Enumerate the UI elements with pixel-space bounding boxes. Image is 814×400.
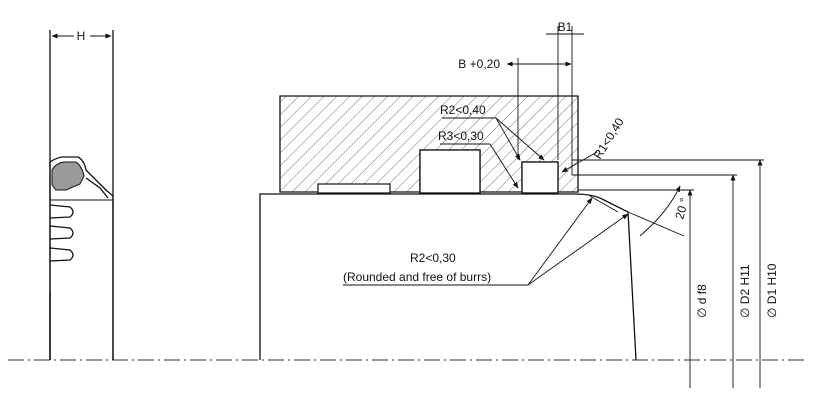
chamfer-angle-label: 20 ° — [672, 196, 691, 221]
height-label: H — [77, 29, 86, 43]
seal-grooves — [49, 204, 74, 262]
seal-lip-fill — [51, 161, 85, 191]
bore-diameter-label: ∅ D1 H10 — [765, 263, 779, 318]
rod-outline — [259, 193, 637, 361]
chamfer-angle-arc — [639, 185, 681, 237]
housing-section — [279, 95, 579, 194]
seal-outline — [49, 156, 114, 360]
rod-diameter-label: ∅ d f8 — [695, 284, 709, 318]
rod-note-label: (Rounded and free of burrs) — [343, 270, 491, 284]
b1-label: B1 — [558, 20, 573, 34]
wiper-in-groove — [521, 161, 559, 194]
rod-radius-label: R2<0,30 — [410, 251, 456, 265]
groove-diameter-label: ∅ D2 H11 — [738, 264, 752, 318]
seal-in-groove — [419, 149, 481, 194]
seal-profile: H — [49, 28, 114, 360]
radius-corner-label: R1<0,40 — [591, 115, 627, 161]
guide-ring — [317, 183, 391, 194]
radius-top-label: R2<0,40 — [440, 103, 486, 117]
groove-width-label: B +0,20 — [458, 57, 500, 71]
radius-mid-label: R3<0,30 — [438, 129, 484, 143]
